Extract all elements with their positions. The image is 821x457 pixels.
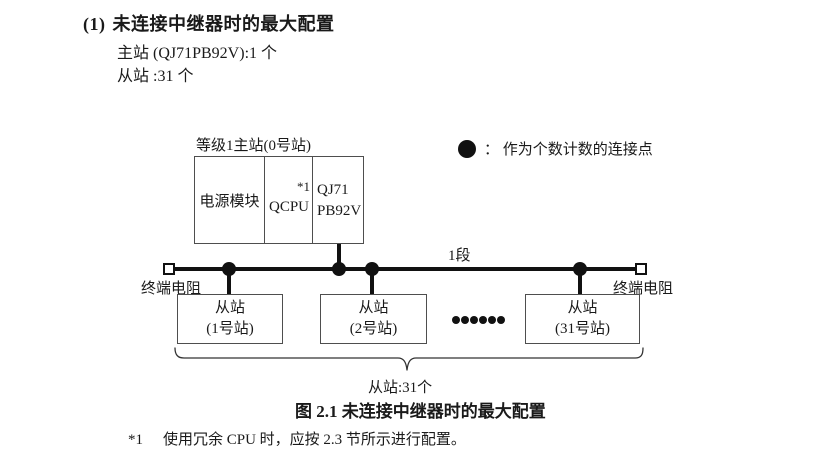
connection-point-dot bbox=[365, 262, 379, 276]
slave1-label-line1: 从站 bbox=[214, 300, 245, 316]
qj71-label-line1: QJ71 bbox=[317, 182, 349, 198]
section-heading: (1) 未连接中继器时的最大配置 bbox=[83, 10, 335, 36]
terminating-resistor-left-label: 终端电阻 bbox=[141, 281, 202, 297]
slave2-label-line2: (2号站) bbox=[349, 321, 398, 337]
section-number: (1) bbox=[83, 14, 106, 34]
slave1-label-line2: (1号站) bbox=[206, 321, 254, 337]
terminating-resistor-right-icon bbox=[635, 263, 647, 275]
qj71-label-line2: PB92V bbox=[317, 203, 362, 219]
slave2-label-line1: 从站 bbox=[358, 300, 389, 316]
slave-station-box-2: 从站 (2号站) bbox=[320, 294, 427, 344]
slave-station-spec: 从站 :31 个 bbox=[117, 68, 194, 85]
legend: ： 作为个数计数的连接点 bbox=[458, 138, 653, 159]
qcpu-cell: *1 QCPU bbox=[265, 157, 313, 243]
slaves-brace bbox=[174, 347, 644, 371]
connection-point-dot bbox=[332, 262, 346, 276]
master-station-spec: 主站 (QJ71PB92V):1 个 bbox=[117, 45, 278, 62]
slave-station-box-31: 从站 (31号站) bbox=[525, 294, 640, 344]
slave2-drop-line bbox=[370, 270, 374, 295]
legend-text: ： 作为个数计数的连接点 bbox=[484, 142, 653, 158]
section-title: 未连接中继器时的最大配置 bbox=[112, 14, 335, 34]
segment-label: 1段 bbox=[448, 248, 471, 264]
footnote-reference: *1 bbox=[297, 179, 310, 194]
figure-caption: 图 2.1 未连接中继器时的最大配置 bbox=[295, 402, 546, 421]
footnote-marker: *1 bbox=[128, 432, 143, 448]
slaves-count-label: 从站:31个 bbox=[368, 380, 433, 396]
slave31-label-line1: 从站 bbox=[567, 300, 598, 316]
qj71pb92v-cell: QJ71 PB92V bbox=[313, 157, 363, 243]
master-station-box: 电源模块 *1 QCPU QJ71 PB92V bbox=[194, 156, 364, 244]
slave31-drop-line bbox=[578, 270, 582, 295]
footnote: *1 使用冗余 CPU 时，应按 2.3 节所示进行配置。 bbox=[128, 428, 466, 449]
ellipsis-dots-icon bbox=[452, 316, 505, 324]
bus-line bbox=[175, 267, 635, 271]
connection-point-icon bbox=[458, 139, 476, 158]
slave1-drop-line bbox=[227, 270, 231, 295]
qcpu-label: QCPU bbox=[269, 199, 310, 215]
terminating-resistor-right-label: 终端电阻 bbox=[613, 281, 674, 297]
footnote-text: 使用冗余 CPU 时，应按 2.3 节所示进行配置。 bbox=[163, 432, 466, 448]
connection-point-dot bbox=[573, 262, 587, 276]
terminating-resistor-left-icon bbox=[163, 263, 175, 275]
slave-station-box-1: 从站 (1号站) bbox=[177, 294, 283, 344]
connection-point-dot bbox=[222, 262, 236, 276]
master-station-label: 等级1主站(0号站) bbox=[196, 138, 311, 154]
slave31-label-line2: (31号站) bbox=[555, 321, 610, 337]
power-module-cell: 电源模块 bbox=[195, 157, 265, 243]
master-drop-line bbox=[337, 244, 341, 268]
